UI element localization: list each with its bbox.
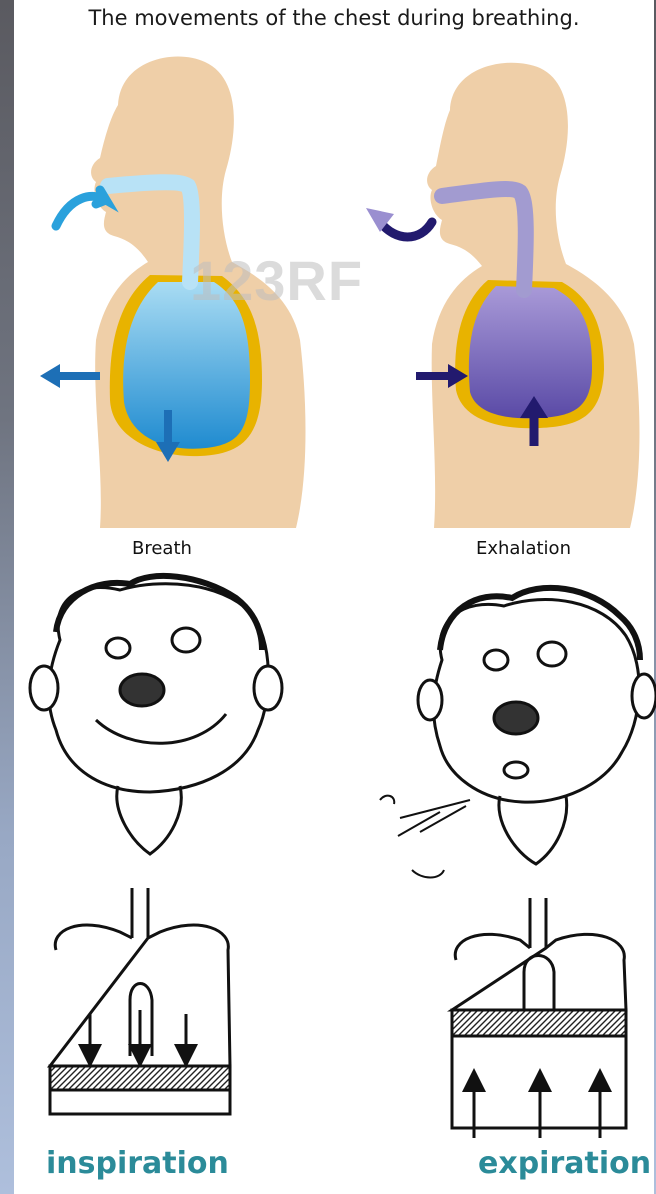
nose xyxy=(120,674,164,706)
chest-expand-arrowhead xyxy=(40,364,60,388)
rubber-diaphragm xyxy=(452,1010,626,1036)
neck xyxy=(499,796,567,864)
inspiration-cartoon xyxy=(30,576,282,1114)
trachea xyxy=(132,888,148,938)
rubber-diaphragm xyxy=(50,1066,230,1090)
right-ear xyxy=(632,674,656,718)
nose xyxy=(494,702,538,734)
trachea xyxy=(530,898,546,948)
breath-in-arrow-icon xyxy=(56,190,106,226)
expiration-cartoon xyxy=(380,588,656,1138)
breath-out-arrow-icon xyxy=(380,222,432,237)
left-ear xyxy=(30,666,58,710)
jar-base xyxy=(50,1090,230,1114)
neck xyxy=(117,786,181,854)
diagram-title: The movements of the chest during breath… xyxy=(14,6,654,30)
caption-exhalation: Exhalation xyxy=(476,538,571,559)
watermark: 123RF xyxy=(190,248,363,313)
exhale-lung xyxy=(469,286,592,418)
label-inspiration: inspiration xyxy=(46,1146,229,1181)
label-expiration: expiration xyxy=(478,1146,651,1181)
inner-balloon xyxy=(524,956,554,1011)
air-puff-lines xyxy=(398,800,470,836)
blowing-face-head xyxy=(433,599,639,802)
air-puff-swirl xyxy=(380,796,444,878)
lung-bell-jar xyxy=(452,934,626,1010)
right-ear xyxy=(254,666,282,710)
caption-breath: Breath xyxy=(132,538,192,559)
left-ear xyxy=(418,680,442,720)
exhale-figure xyxy=(366,63,640,528)
